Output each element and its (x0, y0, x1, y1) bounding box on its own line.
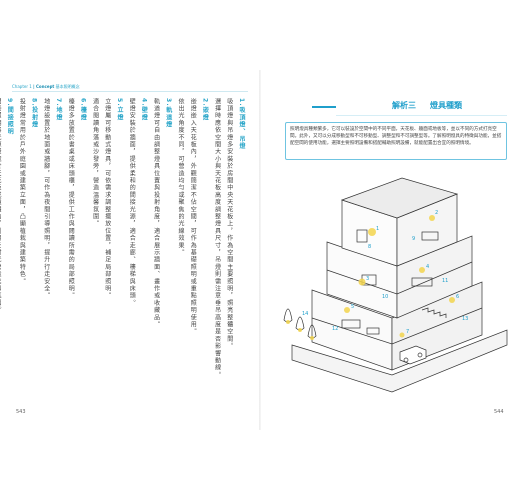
chapter-label: Chapter 1 (12, 84, 32, 89)
callout-number: 11 (442, 278, 448, 284)
section-title: 燈具種類 (430, 101, 462, 110)
callout-number: 8 (368, 244, 371, 250)
callout-number: 4 (426, 264, 429, 270)
book-gutter (259, 70, 261, 430)
item-heading: 2.嵌燈 (201, 98, 209, 122)
body-text-column: 投射燈常用於戶外庭園或建築立面，凸顯植栽與建築特色。 (18, 98, 26, 286)
body-text-column: 依出光角度不同，可營造均勻或聚焦的光線效果。 (177, 98, 184, 257)
callout-number: 5 (351, 304, 354, 310)
callout-number: 9 (412, 236, 415, 242)
item-heading: 9.間接照明 (6, 98, 14, 136)
concept-label: Concept (35, 84, 55, 89)
body-text-column: 間接照明將光源隱藏於天花板或櫃體內，利用反射光營造柔和氛圍。 (0, 98, 3, 398)
heading-accent-bar (312, 106, 336, 108)
item-heading: 5.立燈 (116, 98, 123, 122)
callout-number: 13 (462, 316, 468, 322)
page-number-right: 544 (494, 409, 504, 415)
item-heading: 8.投射燈 (30, 98, 38, 129)
running-header: Chapter 1 | Concept 基本照明概念 (12, 84, 80, 89)
section-heading: 解析三 燈具種類 (312, 100, 507, 116)
body-text-column: 軌道燈可自由調整燈具位置與投射角度，適合展示牆面、畫作或收藏品。 (152, 98, 160, 329)
callout-number: 14 (302, 311, 308, 317)
item-heading: 7.地燈 (55, 98, 62, 122)
page-number-left: 543 (16, 409, 26, 415)
callout-number: 10 (382, 294, 388, 300)
body-text-column: 立燈屬可移動式燈具，可依需求調整擺放位置，補足局部照明。 (103, 98, 111, 300)
callout-number: 2 (435, 210, 438, 216)
body-text-column: 壁燈安裝於牆面，提供柔和的間接光源，適合走廊、樓梯與床頭。 (128, 98, 136, 307)
left-page: Chapter 1 | Concept 基本照明概念 1.吸頂燈、吊燈吸頂燈與吊… (0, 84, 248, 415)
section-label: 解析三 (392, 101, 416, 110)
body-text-column: 選擇時應依空間大小與天花板高度調整燈具尺寸，吊燈則需注意垂吊高度是否影響動線。 (213, 98, 221, 379)
body-text-column: 適合閱讀角落或沙發旁，營造溫馨氛圍。 (91, 98, 99, 228)
callout-number: 12 (332, 326, 338, 332)
item-heading: 6.檯燈 (79, 98, 87, 122)
callout-number: 1 (376, 226, 379, 232)
callout-number: 6 (456, 294, 459, 300)
callout-number: 3 (366, 276, 369, 282)
item-heading: 4.壁燈 (140, 98, 148, 122)
heading-rule (336, 115, 507, 116)
body-text-column: 地燈設置於地面或牆腳，可作為夜間引導照明，提升行走安全。 (42, 98, 50, 300)
item-heading: 3.軌道燈 (164, 98, 172, 129)
body-text-column: 檯燈多放置於書桌或床頭櫃，提供工作與閱讀所需的局部照明。 (67, 98, 75, 300)
item-heading: 1.吸頂燈、吊燈 (238, 98, 245, 151)
body-text-column: 吸頂燈與吊燈多安裝於房間中央天花板上，作為空間主要照明，照亮整體空間。 (225, 98, 233, 350)
callout-number: 7 (406, 329, 409, 335)
intro-box: 照明燈具種類繁多，它可以裝設於空間中的不同平面，天花板、牆面或地板等，並以不同的… (285, 122, 507, 160)
header-subtitle: 基本照明概念 (55, 84, 80, 89)
body-text-column: 嵌燈嵌入天花板內，外觀簡潔不佔空間，可作為基礎照明或重點照明使用。 (189, 98, 197, 336)
header-rule (12, 91, 248, 92)
